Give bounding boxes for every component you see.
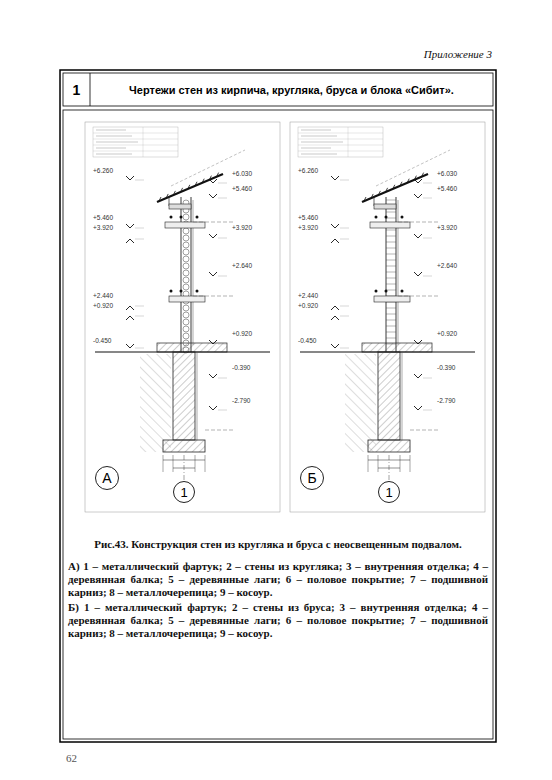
elevation-mark: +2.440: [298, 292, 318, 299]
page-number: 62: [66, 752, 77, 764]
legend-list: А) 1 – металлический фартук; 2 – стены и…: [68, 560, 488, 599]
elevation-mark: -0.450: [298, 337, 316, 344]
elevation-mark: +0.920: [232, 330, 252, 337]
circle-label: Б: [307, 470, 316, 486]
elevation-mark: +6.260: [93, 167, 113, 174]
elevation-mark: +6.030: [437, 170, 457, 177]
view-letter-circle: А: [95, 466, 119, 490]
circle-label: 1: [385, 485, 392, 500]
section-title-cell: Чертежи стен из кирпича, кругляка, бруса…: [90, 73, 493, 106]
cell-text: Чертежи стен из кирпича, кругляка, бруса…: [129, 84, 454, 96]
appendix-label: Приложение 3: [380, 48, 492, 60]
axis-circle: 1: [173, 481, 195, 503]
elevation-mark: +3.920: [298, 224, 318, 231]
elevation-mark: +3.920: [437, 224, 457, 231]
elevation-mark: +5.460: [93, 214, 113, 221]
wall-section-drawing: [85, 122, 280, 512]
elevation-mark: -0.450: [93, 337, 111, 344]
elevation-mark: -2.790: [437, 397, 455, 404]
elevation-mark: +6.030: [232, 170, 252, 177]
figure-caption: Рис.43. Конструкция стен из кругляка и б…: [66, 538, 490, 550]
elevation-mark: +2.640: [437, 262, 457, 269]
elevation-mark: +0.920: [437, 330, 457, 337]
elevation-mark: +3.920: [232, 224, 252, 231]
elevation-mark: -0.390: [232, 364, 250, 371]
section-number-cell: 1: [63, 73, 90, 106]
elevation-mark: +5.460: [232, 185, 252, 192]
elevation-mark: -2.790: [232, 397, 250, 404]
legend-list: Б) 1 – металлический фартук; 2 – стены и…: [68, 601, 488, 640]
wall-section-drawing: [290, 122, 485, 512]
elevation-mark: +2.640: [232, 262, 252, 269]
elevation-mark: +2.440: [93, 292, 113, 299]
elevation-mark: +6.260: [298, 167, 318, 174]
elevation-mark: -0.390: [437, 364, 455, 371]
elevation-mark: +0.920: [93, 302, 113, 309]
elevation-mark: +5.460: [298, 214, 318, 221]
circle-label: 1: [180, 485, 187, 500]
circle-label: А: [102, 470, 111, 486]
cell-text: 1: [73, 82, 81, 98]
axis-circle: 1: [378, 481, 400, 503]
view-letter-circle: Б: [300, 466, 324, 490]
elevation-mark: +0.920: [298, 302, 318, 309]
page-frame: [60, 70, 496, 742]
elevation-mark: +3.920: [93, 224, 113, 231]
elevation-mark: +5.460: [437, 185, 457, 192]
